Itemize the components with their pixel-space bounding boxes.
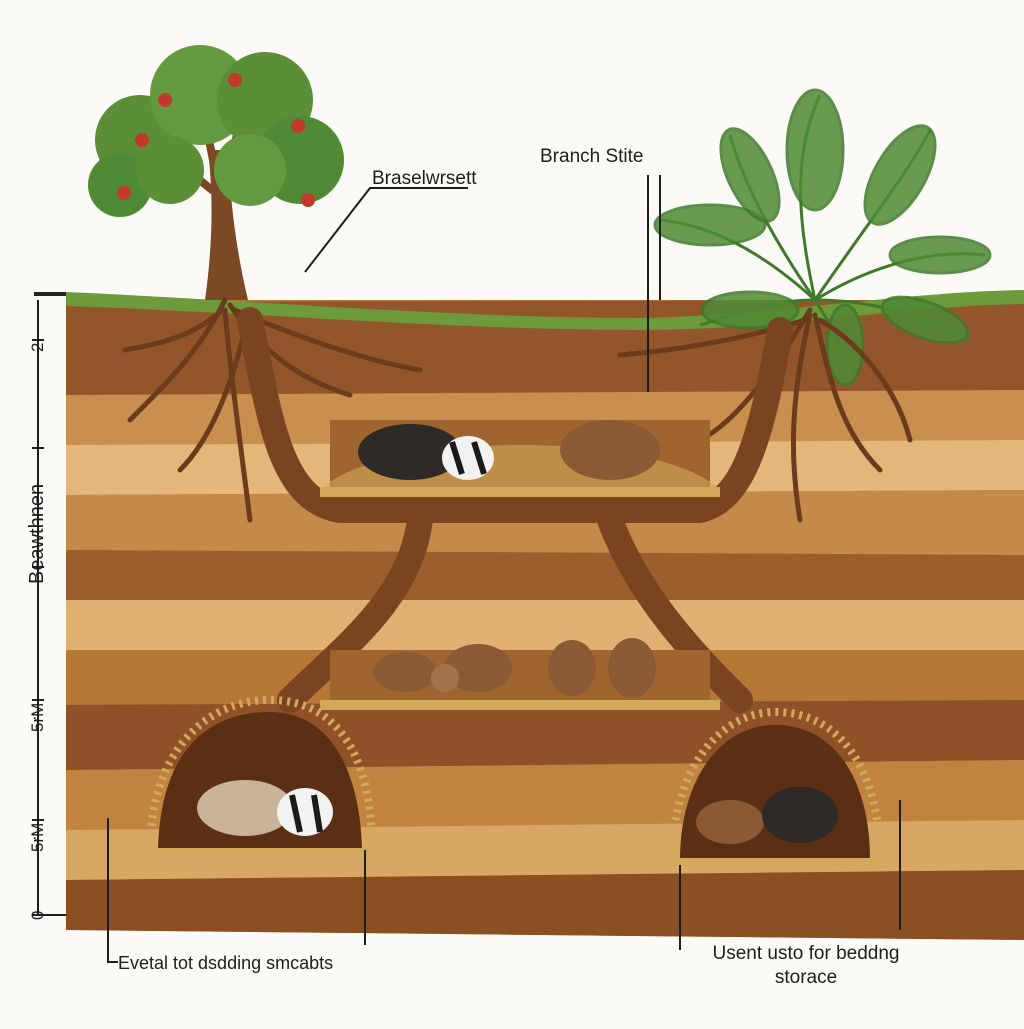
branch-site-label: Branch Stite [540, 146, 644, 167]
apple-tree [88, 45, 344, 300]
leader-lines [107, 175, 901, 963]
bedding-chamber-label: Evetal tot dsdding smcabts [118, 953, 334, 973]
depth-tick: 2 [28, 342, 47, 352]
badger-upper [358, 424, 494, 480]
depth-tick: 5rM [28, 822, 47, 852]
depth-axis-title: Beawthnen [26, 483, 48, 584]
tree-sett-label: Braselwrsett [372, 168, 477, 189]
depth-tick: 0 [28, 910, 47, 920]
depth-axis [32, 300, 66, 916]
sett-tunnels [237, 307, 793, 713]
depth-tick: 5rM [28, 702, 47, 732]
sleeping-animal-upper [560, 420, 660, 480]
cubs-middle [373, 638, 656, 698]
badger-lower-left [197, 780, 333, 836]
bedding-storage-label: Usent usto for beddng storace [712, 943, 900, 988]
animals-lower-right [696, 787, 838, 844]
